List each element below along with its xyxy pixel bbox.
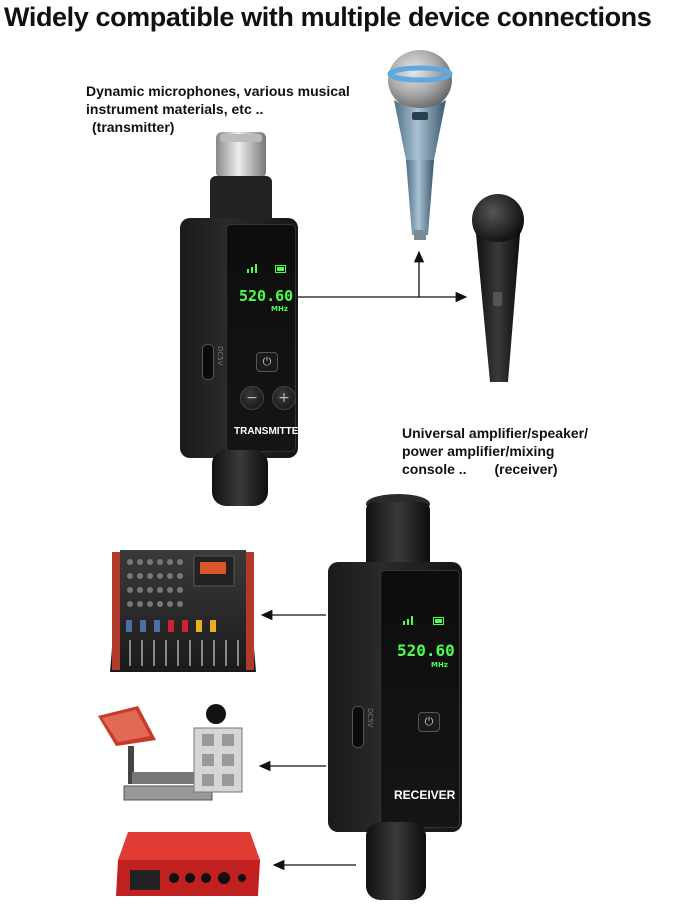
transmitter-usb-port[interactable] [202,344,214,380]
receiver-caption-line: power amplifier/mixing [402,443,555,459]
receiver-caption-line: Universal amplifier/speaker/ [402,425,588,441]
xlr-connector-icon [210,132,272,230]
xlr-plug-bottom [366,822,426,900]
battery-icon [433,617,444,625]
receiver-usb-port[interactable] [352,706,364,748]
receiver-device: 520.60 MHz ⏻ RECEIVER DC5V [328,492,464,908]
transmitter-label: TRANSMITTER [234,426,306,437]
receiver-port-label: DC5V [366,708,374,728]
transmitter-caption-line: Dynamic microphones, various musical [86,83,350,99]
transmitter-volume-up-button[interactable]: + [272,386,296,410]
receiver-caption-suffix: (receiver) [494,461,558,477]
transmitter-caption-line: (transmitter) [92,119,175,135]
receiver-screen: 520.60 MHz [380,570,460,828]
transmitter-caption: Dynamic microphones, various musical ins… [86,82,350,136]
receiver-frequency-unit: MHz [431,661,448,669]
audio-interface-icon [116,832,260,896]
receiver-label: RECEIVER [394,788,456,802]
receiver-power-button[interactable]: ⏻ [418,712,440,732]
xlr-plug-bottom [212,450,268,506]
transmitter-port-label: DC5V [216,346,224,366]
receiver-caption-line3: console .. [402,461,467,477]
microphone-icon [387,50,453,240]
receiver-frequency: 520.60 [397,641,455,660]
microphone-icon [472,194,524,382]
receiver-caption-line: console .. (receiver) [402,460,588,478]
transmitter-frequency: 520.60 [239,287,294,305]
transmitter-device: 520.60 MHz ⏻ − + TRANSMITTER DC5V [178,130,306,510]
transmitter-power-button[interactable]: ⏻ [256,352,278,372]
mixing-console-icon [110,550,256,672]
battery-icon [275,265,286,273]
signal-icon [403,616,413,625]
receiver-caption: Universal amplifier/speaker/ power ampli… [402,424,588,478]
transmitter-frequency-unit: MHz [271,305,288,313]
xlr-connector-icon [366,494,430,572]
signal-icon [247,264,257,273]
transmitter-screen: 520.60 MHz [226,224,296,452]
amplifier-speaker-icon [98,704,243,801]
transmitter-volume-down-button[interactable]: − [240,386,264,410]
page-title: Widely compatible with multiple device c… [4,2,652,32]
transmitter-caption-line: instrument materials, etc .. [86,101,264,117]
